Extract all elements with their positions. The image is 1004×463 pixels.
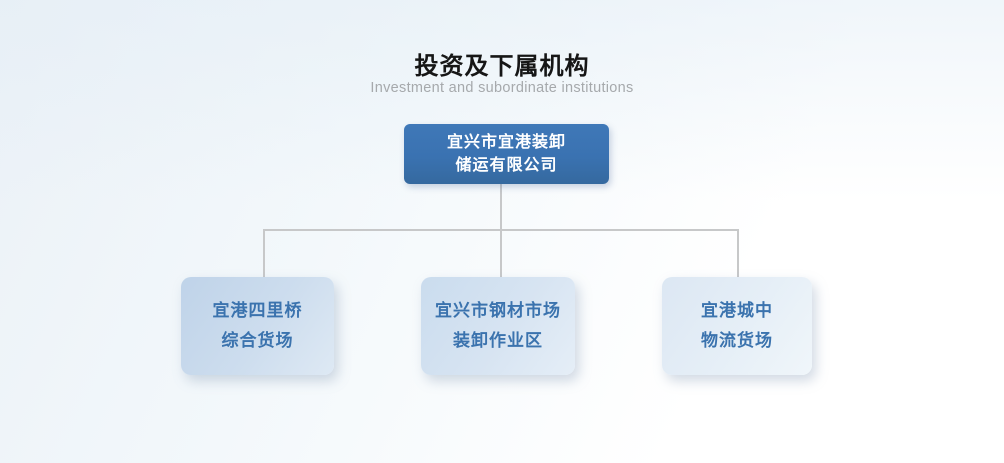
org-node-child-1-line1: 宜港四里桥 (212, 301, 303, 320)
org-node-child-1-line2: 综合货场 (221, 331, 294, 350)
org-node-child-2-line2: 装卸作业区 (453, 331, 543, 350)
org-node-root-line2: 储运有限公司 (455, 157, 558, 174)
connector-root-vertical (500, 184, 502, 231)
page-subtitle: Investment and subordinate institutions (370, 80, 634, 96)
page-title: 投资及下属机构 (414, 53, 590, 80)
org-node-child-2-line1: 宜兴市钢材市场 (435, 301, 561, 320)
connector-child2-vertical (500, 229, 502, 277)
connector-child1-vertical (263, 229, 265, 277)
org-node-child-3-line1: 宜港城中 (701, 301, 773, 320)
org-node-child-3: 宜港城中 物流货场 (662, 277, 812, 375)
org-node-child-1: 宜港四里桥 综合货场 (181, 277, 334, 375)
connector-child3-vertical (737, 229, 739, 277)
org-node-child-3-line2: 物流货场 (701, 331, 773, 350)
org-node-root: 宜兴市宜港装卸 储运有限公司 (404, 124, 609, 184)
org-node-child-2: 宜兴市钢材市场 装卸作业区 (421, 277, 575, 375)
org-node-root-line1: 宜兴市宜港装卸 (446, 134, 566, 151)
